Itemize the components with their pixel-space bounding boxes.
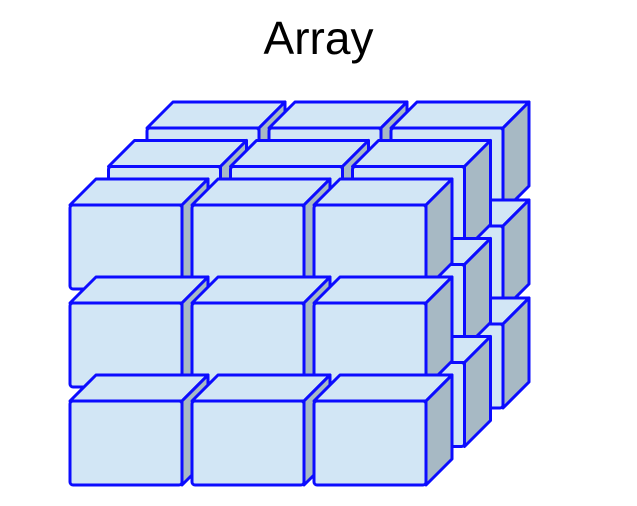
cube-front-face	[190, 399, 306, 487]
array-cube	[68, 373, 210, 487]
array-cube	[312, 177, 454, 291]
array-cube	[312, 373, 454, 487]
array-cube	[68, 177, 210, 291]
cube-front-face	[312, 399, 428, 487]
array-cube	[68, 275, 210, 389]
array-cube	[190, 275, 332, 389]
array-cube	[190, 373, 332, 487]
array-cube	[190, 177, 332, 291]
diagram-title: Array	[263, 12, 374, 64]
array-cube	[312, 275, 454, 389]
cube-front-face	[68, 399, 184, 487]
